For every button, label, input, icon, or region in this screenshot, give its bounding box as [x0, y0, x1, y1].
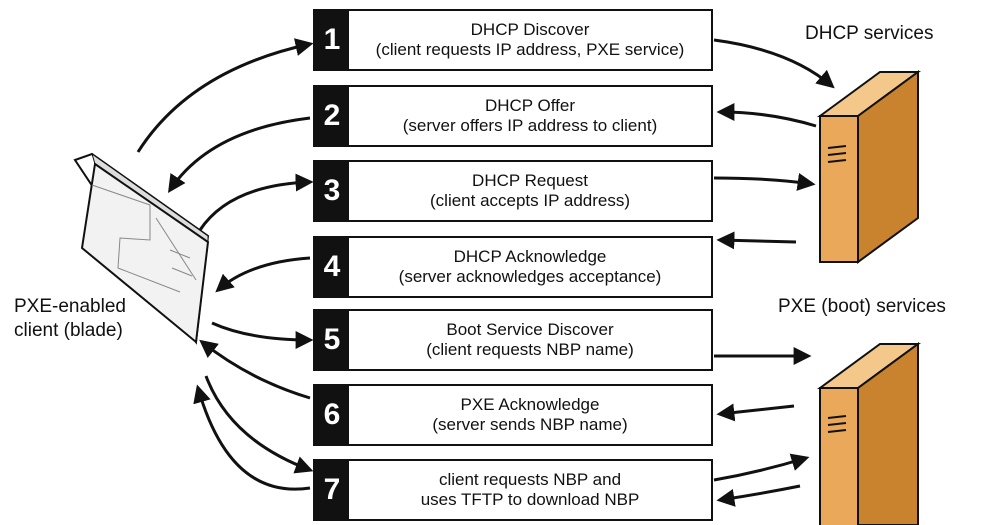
- step-4-box: 4 DHCP Acknowledge(server acknowledges a…: [313, 236, 713, 298]
- step-title: client requests NBP and: [438, 470, 622, 489]
- arrow-step7-in: [193, 384, 311, 491]
- step-description: (client accepts IP address): [430, 191, 630, 210]
- dhcp-services-label: DHCP services: [805, 23, 934, 44]
- step-1-box: 1 DHCP Discover(client requests IP addre…: [313, 9, 713, 71]
- arrow-step6-in: [199, 339, 311, 400]
- step-title: DHCP Acknowledge: [453, 247, 607, 266]
- arrow-step7-from-pxe: [716, 484, 801, 507]
- arrow-step3-to-dhcp: [713, 173, 816, 191]
- arrow-step3-out: [198, 173, 314, 231]
- step-title: DHCP Request: [472, 171, 588, 190]
- step-description: (server acknowledges acceptance): [398, 267, 662, 286]
- client-label: PXE-enabled client (blade): [14, 295, 126, 343]
- pxe-services-label: PXE (boot) services: [778, 296, 946, 317]
- step-number: 3: [315, 162, 349, 220]
- arrow-step4-from-dhcp: [716, 231, 797, 250]
- arrow-step4-in: [215, 256, 311, 293]
- step-2-box: 2 DHCP Offer(server offers IP address to…: [313, 85, 713, 147]
- arrow-step5-out: [211, 321, 314, 349]
- step-description: uses TFTP to download NBP: [420, 490, 640, 509]
- step-description: (server offers IP address to client): [402, 116, 658, 135]
- step-6-box: 6 PXE Acknowledge(server sends NBP name): [313, 384, 713, 446]
- step-description: (client requests IP address, PXE service…: [375, 40, 685, 59]
- arrow-step1-out: [136, 38, 314, 153]
- arrow-step7-to-pxe: [713, 453, 810, 482]
- step-number: 2: [315, 87, 349, 145]
- arrow-step2-from-dhcp: [716, 103, 817, 128]
- step-number: 1: [315, 11, 349, 69]
- dhcp-server-icon: [816, 70, 922, 264]
- arrow-step2-in: [168, 116, 311, 193]
- step-number: 7: [315, 461, 349, 519]
- step-title: DHCP Offer: [484, 96, 576, 115]
- step-3-box: 3 DHCP Request(client accepts IP address…: [313, 160, 713, 222]
- step-title: DHCP Discover: [470, 20, 590, 39]
- arrow-step1-to-dhcp: [713, 38, 835, 89]
- blade-client-icon: [73, 152, 210, 345]
- step-number: 6: [315, 386, 349, 444]
- step-title: Boot Service Discover: [446, 320, 614, 339]
- step-description: (server sends NBP name): [432, 415, 628, 434]
- pxe-server-icon: [816, 342, 922, 525]
- flow-arrows: [136, 38, 835, 507]
- step-description: (client requests NBP name): [426, 340, 634, 359]
- arrow-step7-out: [204, 375, 314, 474]
- step-number: 4: [315, 238, 349, 296]
- client-label-line1: PXE-enabled: [14, 296, 126, 317]
- step-5-box: 5 Boot Service Discover(client requests …: [313, 309, 713, 371]
- arrow-step6-from-pxe: [716, 403, 795, 422]
- step-title: PXE Acknowledge: [460, 395, 600, 414]
- step-number: 5: [315, 311, 349, 369]
- client-label-line2: client (blade): [14, 320, 123, 341]
